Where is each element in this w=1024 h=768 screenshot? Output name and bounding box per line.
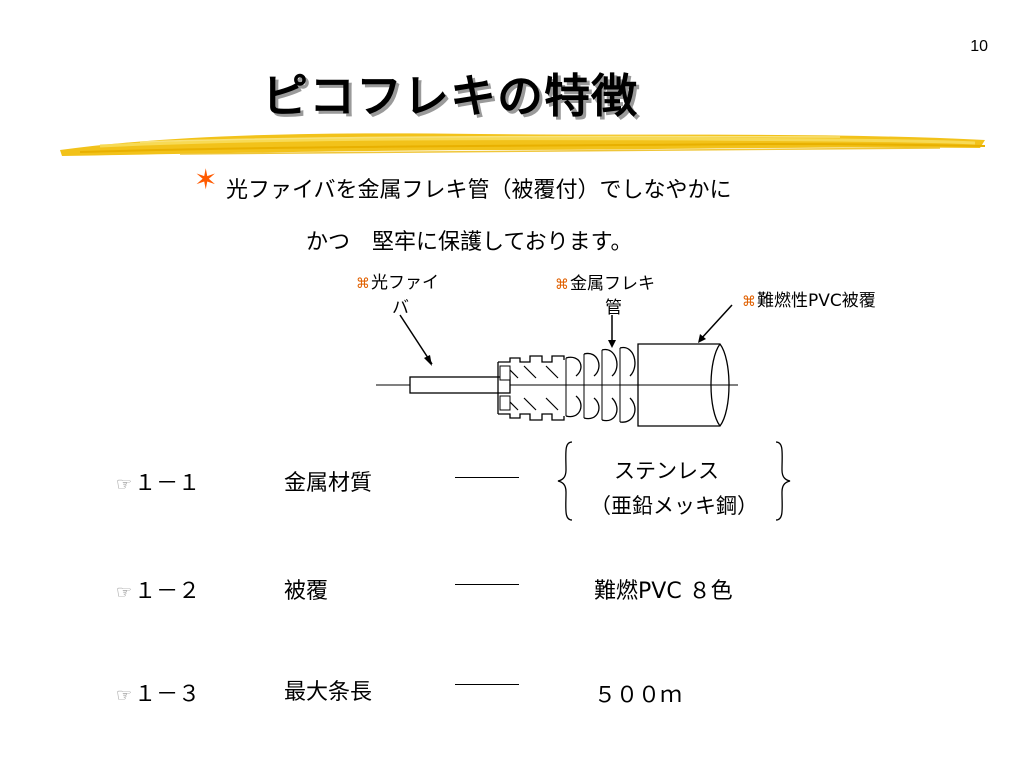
command-key-icon: ⌘ xyxy=(356,276,370,292)
slide-title: ピコフレキの特徴 xyxy=(262,69,638,123)
row-dash-line xyxy=(455,477,519,478)
row-value: ５００ｍ xyxy=(594,683,683,708)
callout-pvc-coating: ⌘難燃性PVC被覆 xyxy=(742,290,876,313)
row-dash-line xyxy=(455,584,519,585)
command-key-icon: ⌘ xyxy=(742,294,756,310)
star-icon: ✶ xyxy=(194,163,218,196)
cable-cross-section-diagram xyxy=(376,304,738,427)
command-key-icon: ⌘ xyxy=(555,277,569,293)
row-id: １－１ xyxy=(134,471,201,496)
callout-metal-flex-tube: ⌘金属フレキ xyxy=(555,273,655,296)
pointing-hand-icon: ☞ xyxy=(116,685,133,706)
fiber-arrow xyxy=(399,314,433,365)
spec-row-2: ☞１－２ xyxy=(116,573,200,605)
callout-pvc-label: 難燃性PVC被覆 xyxy=(757,291,876,311)
callout-fiber-label-2: バ xyxy=(392,298,409,318)
spec-row-1: ☞１－１ xyxy=(116,465,200,497)
row-label: 最大条長 xyxy=(284,680,373,705)
spec-row-3: ☞１－３ xyxy=(116,676,200,708)
row-id: １－３ xyxy=(134,682,201,707)
callout-optical-fiber: ⌘光ファイ xyxy=(356,272,439,295)
pointing-hand-icon: ☞ xyxy=(116,474,133,495)
callout-tube-label-2: 管 xyxy=(605,298,622,318)
lead-text-line-2: かつ 堅牢に保護しております。 xyxy=(306,230,633,255)
row-value: ステンレス xyxy=(614,459,719,483)
row-label: 金属材質 xyxy=(284,471,373,496)
callout-tube-label: 金属フレキ xyxy=(570,274,655,294)
row-value-2: （亜鉛メッキ鋼） xyxy=(590,494,758,518)
row-dash-line xyxy=(455,684,519,685)
left-brace xyxy=(557,441,573,521)
pointing-hand-icon: ☞ xyxy=(116,582,133,603)
page-number: 10 xyxy=(970,38,988,55)
row-label: 被覆 xyxy=(284,579,329,604)
row-id: １－２ xyxy=(134,579,201,604)
right-brace xyxy=(775,441,791,521)
lead-text-line-1: 光ファイバを金属フレキ管（被覆付）でしなやかに xyxy=(226,178,732,203)
pvc-arrow xyxy=(699,304,733,341)
title-underline-brush xyxy=(60,133,986,156)
callout-fiber-label: 光ファイ xyxy=(371,273,439,293)
row-value: 難燃PVC ８色 xyxy=(594,579,733,604)
